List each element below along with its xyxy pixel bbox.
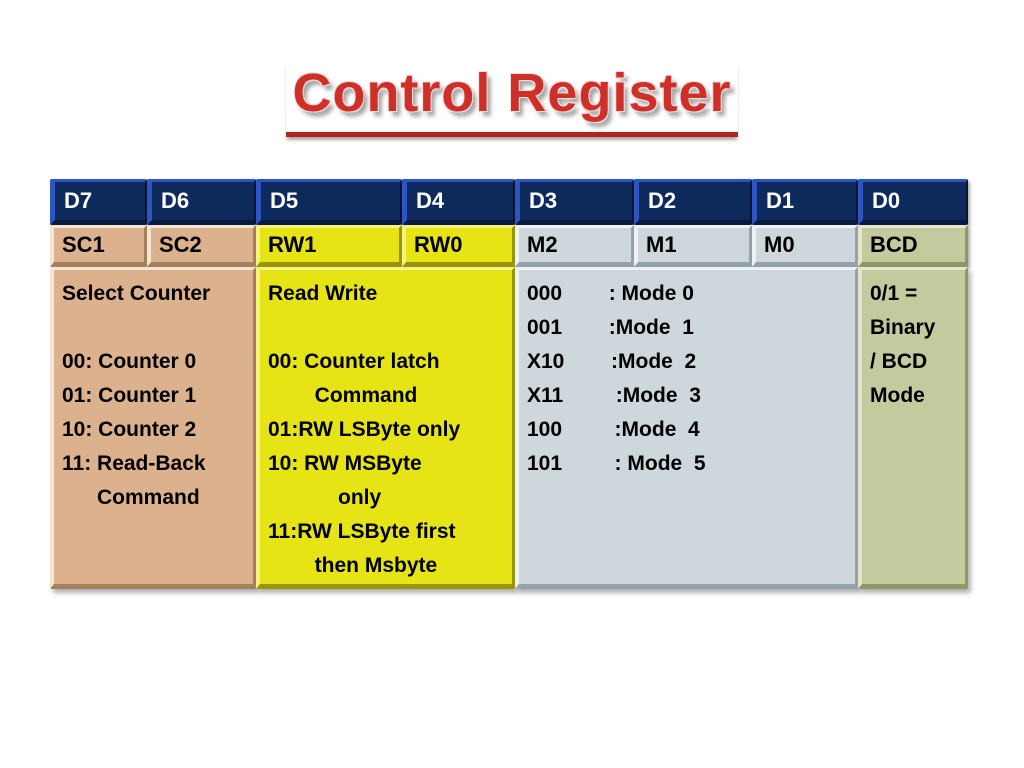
title-area: Control Register (0, 62, 1024, 137)
bit-header-d6: D6 (147, 179, 256, 225)
bit-header-d2: D2 (634, 179, 752, 225)
select-counter-description: Select Counter 00: Counter 0 01: Counter… (50, 267, 256, 589)
field-bcd: BCD (858, 225, 968, 267)
bit-header-d1: D1 (752, 179, 858, 225)
mode-description: 000 : Mode 0 001 :Mode 1 X10 :Mode 2 X11… (515, 267, 858, 589)
field-rw1: RW1 (256, 225, 402, 267)
read-write-description: Read Write 00: Counter latch Command 01:… (256, 267, 515, 589)
bit-header-d5: D5 (256, 179, 402, 225)
page-title: Control Register (286, 62, 738, 137)
field-m1: M1 (634, 225, 752, 267)
bcd-description: 0/1 = Binary / BCD Mode (858, 267, 968, 589)
field-m2: M2 (515, 225, 634, 267)
bit-header-d0: D0 (858, 179, 968, 225)
field-sc2: SC2 (147, 225, 256, 267)
field-rw0: RW0 (402, 225, 515, 267)
description-row: Select Counter 00: Counter 0 01: Counter… (50, 267, 968, 589)
bit-header-row: D7 D6 D5 D4 D3 D2 D1 D0 (50, 179, 968, 225)
field-label-row: SC1 SC2 RW1 RW0 M2 M1 M0 BCD (50, 225, 968, 267)
bit-header-d7: D7 (50, 179, 147, 225)
bit-header-d3: D3 (515, 179, 634, 225)
field-sc1: SC1 (50, 225, 147, 267)
bit-header-d4: D4 (402, 179, 515, 225)
control-register-table: D7 D6 D5 D4 D3 D2 D1 D0 SC1 SC2 RW1 RW0 … (50, 179, 968, 589)
field-m0: M0 (752, 225, 858, 267)
